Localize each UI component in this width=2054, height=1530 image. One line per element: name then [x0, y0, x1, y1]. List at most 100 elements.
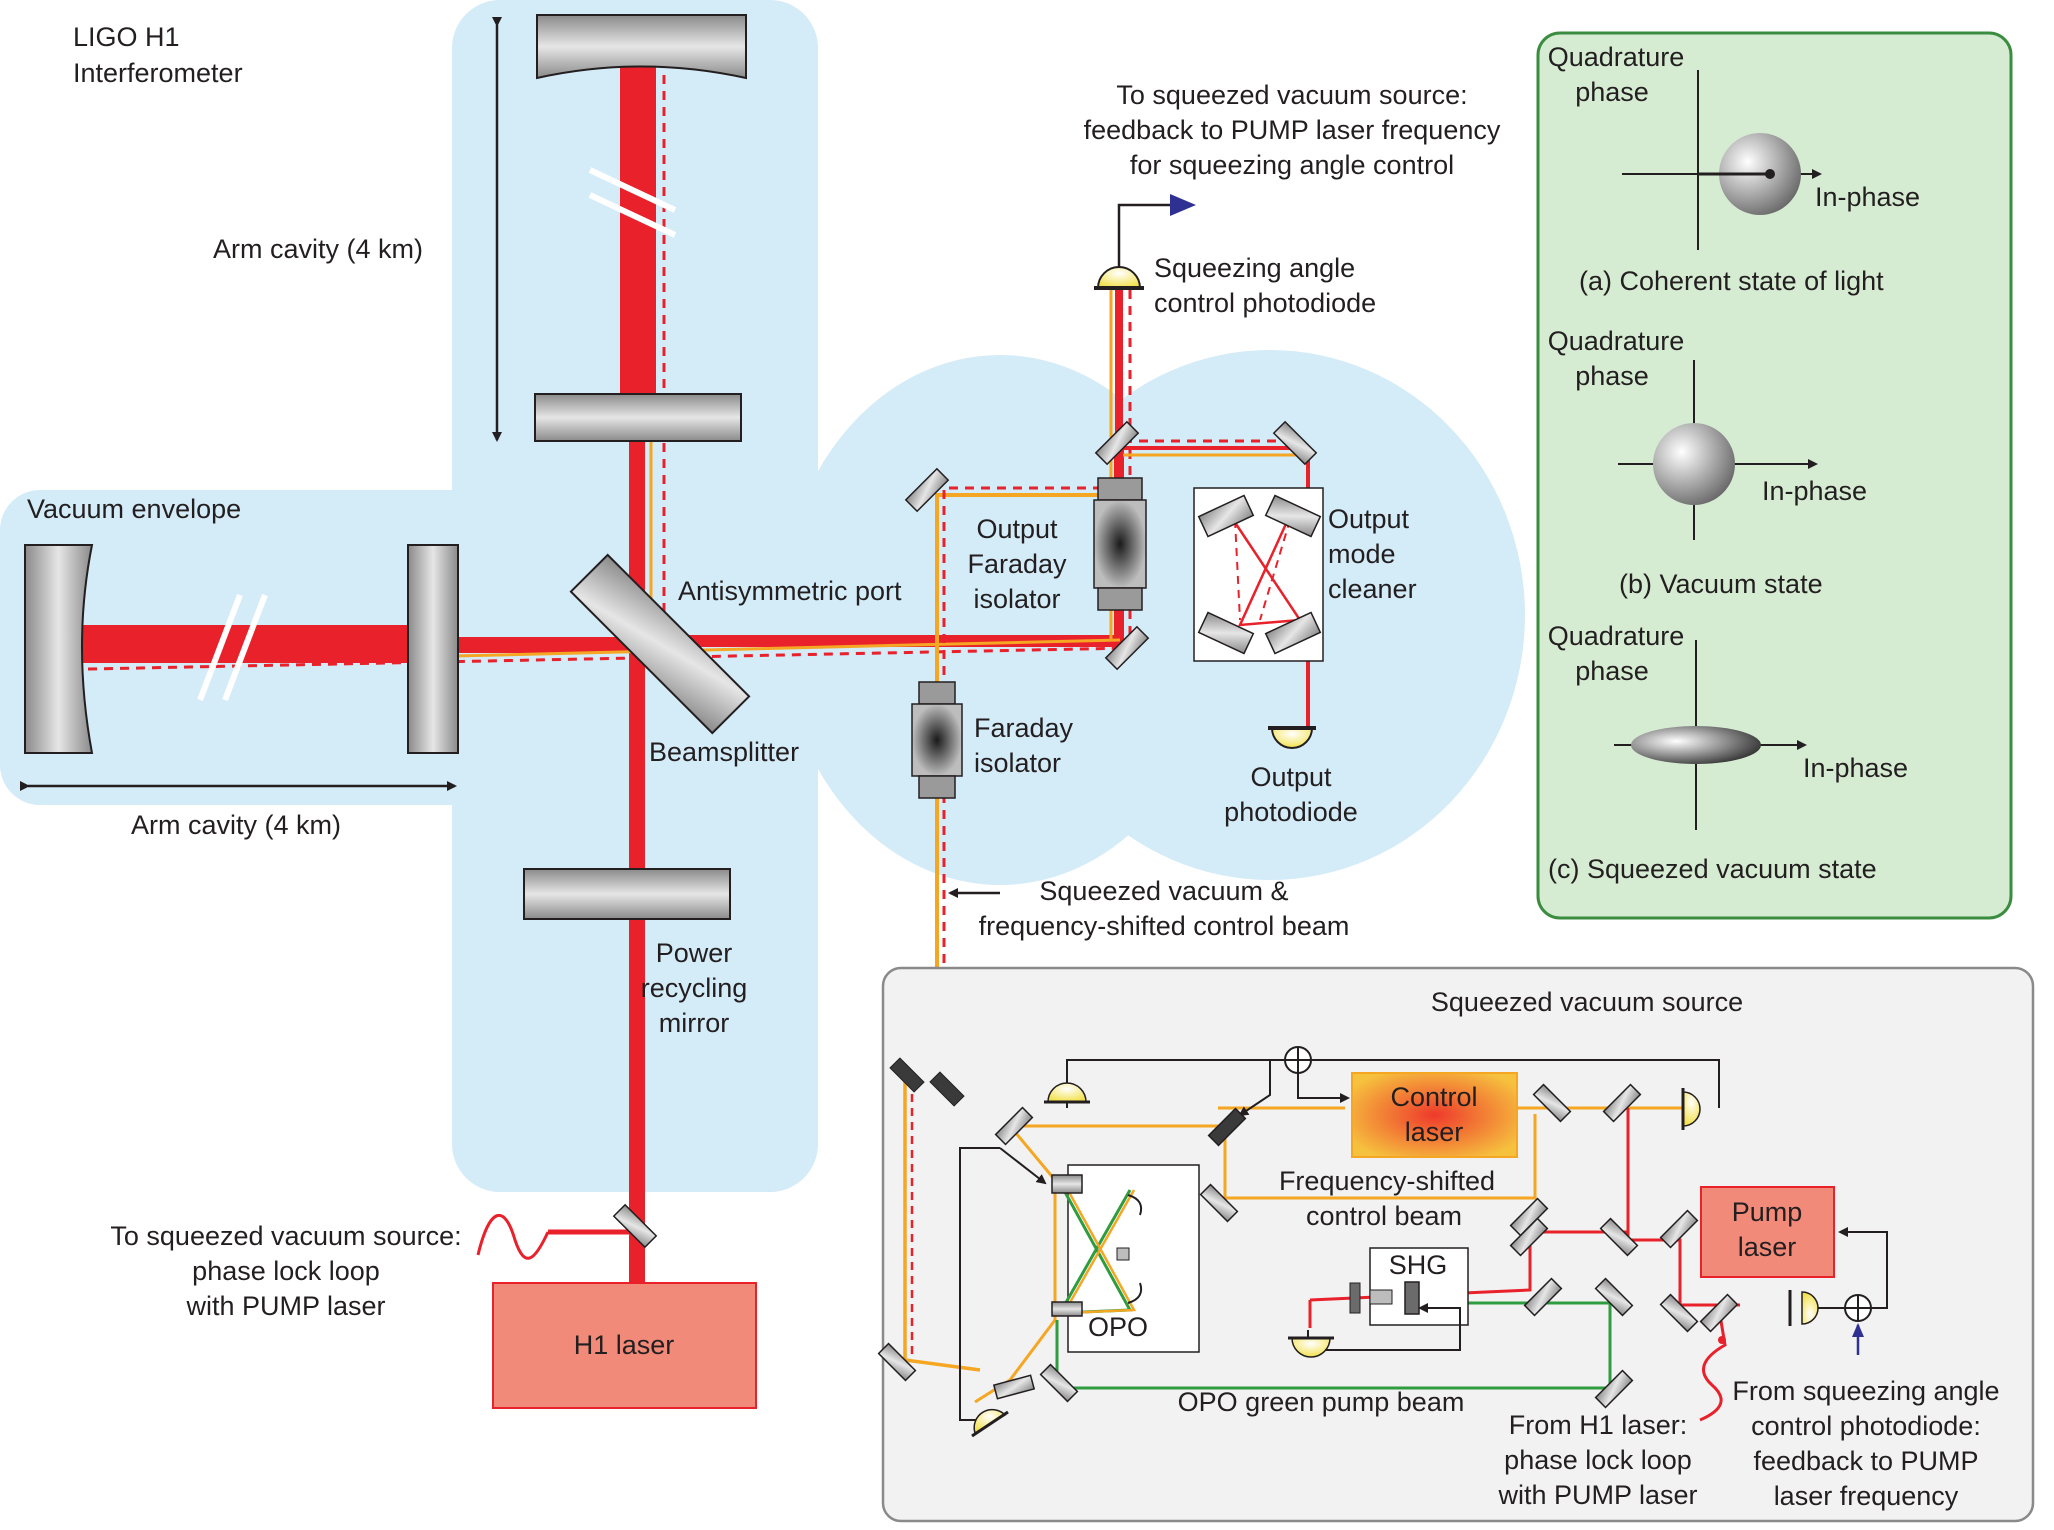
from-h1-label-3: with PUMP laser — [1497, 1480, 1697, 1510]
squeezed-vacuum-source — [877, 966, 2035, 1523]
to-sq-feedback-label-2: feedback to PUMP laser frequency — [1084, 115, 1501, 145]
steering-mirror-2 — [1094, 420, 1140, 466]
state-c-qaxis-2: phase — [1575, 656, 1649, 686]
beam-squeezed-injection — [935, 493, 1110, 1075]
beam-bs-horizontal — [455, 637, 635, 653]
beam-dash-h — [39, 646, 1131, 672]
omc-label-1: Output — [1328, 504, 1410, 534]
state-b-caption: (b) Vacuum state — [1619, 569, 1823, 599]
arm-cavity-horizontal-label: Arm cavity (4 km) — [131, 810, 341, 840]
output-photodiode-label-1: Output — [1250, 762, 1332, 792]
vacuum-envelope-label: Vacuum envelope — [27, 494, 241, 524]
control-laser-box — [1351, 1072, 1518, 1158]
squeezing-angle-photodiode-icon — [1094, 194, 1196, 290]
power-recycling-label-3: mirror — [659, 1008, 729, 1038]
beamsplitter-label: Beamsplitter — [649, 737, 799, 767]
state-c-caption: (c) Squeezed vacuum state — [1548, 854, 1877, 884]
faraday-label-1: Faraday — [974, 713, 1074, 743]
control-laser-label-1: Control — [1390, 1082, 1477, 1112]
h1-laser-box — [492, 1282, 757, 1409]
from-sq-pd-label-1: From squeezing angle — [1732, 1376, 1999, 1406]
opo-label: OPO — [1088, 1312, 1148, 1342]
h1-laser-label: H1 laser — [574, 1330, 675, 1360]
shg-label: SHG — [1389, 1250, 1448, 1280]
to-sq-feedback-label-3: for squeezing angle control — [1130, 150, 1454, 180]
h1-pickoff-mirror — [612, 1203, 658, 1249]
output-faraday-label-1: Output — [976, 514, 1058, 544]
pump-laser-label-1: Pump — [1732, 1197, 1803, 1227]
from-sq-pd-label-2: control photodiode: — [1751, 1411, 1981, 1441]
output-photodiode-icon — [1268, 726, 1316, 749]
state-c-inphase: In-phase — [1803, 753, 1908, 783]
break-mark-x1 — [197, 593, 243, 702]
output-mode-cleaner — [1193, 487, 1324, 662]
beam-orange-arm-h — [454, 638, 1121, 658]
beamsplitter-optic — [569, 553, 751, 735]
sq-angle-pd-label-1: Squeezing angle — [1154, 253, 1355, 283]
beam-squeezed-injection-dash — [942, 486, 1110, 1075]
end-test-mass-y — [536, 14, 747, 80]
state-b-qaxis-2: phase — [1575, 361, 1649, 391]
quantum-states-panel — [1536, 31, 2013, 920]
to-sq-phaselock-label-3: with PUMP laser — [185, 1291, 385, 1321]
beam-arm-horizontal — [68, 625, 408, 663]
state-b-inphase: In-phase — [1762, 476, 1867, 506]
from-sq-pd-label-3: feedback to PUMP — [1753, 1446, 1978, 1476]
to-sq-phaselock-label-1: To squeezed vacuum source: — [110, 1221, 461, 1251]
state-a-qaxis-1: Quadrature — [1548, 42, 1685, 72]
sq-vacuum-beam-label-2: frequency-shifted control beam — [979, 911, 1350, 941]
diagram-title-line2: Interferometer — [73, 58, 243, 88]
input-test-mass-y — [534, 393, 742, 442]
diagram-title-line1: LIGO H1 — [73, 22, 180, 52]
beam-ofi-to-pd — [1115, 290, 1123, 450]
end-test-mass-x — [24, 544, 94, 754]
steering-mirror-3 — [1104, 625, 1150, 671]
from-h1-label-2: phase lock loop — [1504, 1445, 1692, 1475]
state-b-qaxis-1: Quadrature — [1548, 326, 1685, 356]
omc-label-3: cleaner — [1328, 574, 1417, 604]
output-photodiode-label-2: photodiode — [1224, 797, 1358, 827]
beam-arm-vertical — [620, 55, 656, 420]
steering-mirror-4 — [1272, 420, 1318, 466]
output-faraday-isolator — [1093, 477, 1147, 611]
sq-source-title: Squeezed vacuum source — [1431, 987, 1743, 1017]
state-a-qaxis-2: phase — [1575, 77, 1649, 107]
break-mark-y2 — [588, 192, 677, 238]
sq-vacuum-beam-label-1: Squeezed vacuum & — [1039, 876, 1288, 906]
output-faraday-label-2: Faraday — [967, 549, 1067, 579]
power-recycling-optic — [523, 868, 731, 920]
break-mark-y1 — [588, 167, 677, 213]
state-a-caption: (a) Coherent state of light — [1579, 266, 1884, 296]
labels: LIGO H1 Interferometer Arm cavity (4 km)… — [27, 22, 2000, 1511]
freq-shifted-label-1: Frequency-shifted — [1279, 1166, 1495, 1196]
steering-mirror-1 — [904, 467, 950, 513]
mirrors — [24, 14, 1318, 1249]
state-c-qaxis-1: Quadrature — [1548, 621, 1685, 651]
from-sq-pd-label-4: laser frequency — [1774, 1481, 1959, 1511]
control-laser-label-2: laser — [1405, 1117, 1464, 1147]
beam-bs-vertical — [629, 440, 645, 1285]
pump-laser-label-2: laser — [1738, 1232, 1797, 1262]
opo-green-label: OPO green pump beam — [1178, 1387, 1465, 1417]
arm-cavity-vertical-label: Arm cavity (4 km) — [213, 234, 423, 264]
break-mark-x2 — [222, 593, 268, 702]
input-test-mass-x — [407, 544, 459, 754]
power-recycling-label-2: recycling — [641, 973, 748, 1003]
faraday-isolator — [911, 681, 963, 799]
beam-h1-wave — [476, 1213, 550, 1260]
to-sq-phaselock-label-2: phase lock loop — [192, 1256, 380, 1286]
vacuum-state-circle — [1653, 423, 1735, 505]
faraday-label-2: isolator — [974, 748, 1061, 778]
sq-angle-pd-label-2: control photodiode — [1154, 288, 1376, 318]
state-a-inphase: In-phase — [1815, 182, 1920, 212]
squeezed-state-ellipse — [1631, 726, 1761, 764]
pump-laser-box — [1700, 1186, 1835, 1278]
power-recycling-label-1: Power — [656, 938, 733, 968]
antisymmetric-port-label: Antisymmetric port — [678, 576, 902, 606]
from-h1-label-1: From H1 laser: — [1509, 1410, 1688, 1440]
to-sq-feedback-label-1: To squeezed vacuum source: — [1116, 80, 1467, 110]
freq-shifted-label-2: control beam — [1306, 1201, 1462, 1231]
output-faraday-label-3: isolator — [973, 584, 1060, 614]
